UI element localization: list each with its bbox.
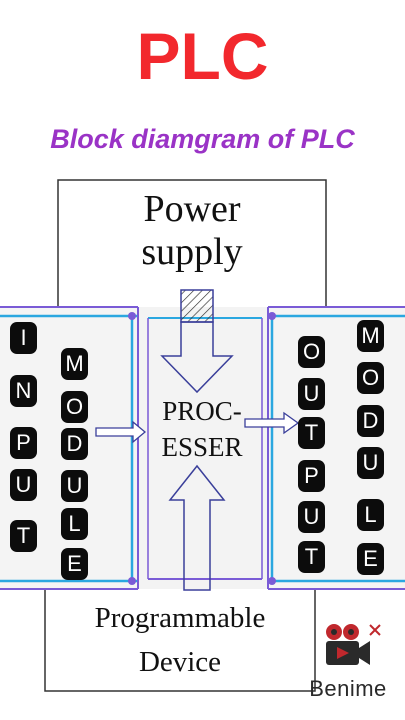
module-letter-tile: M	[61, 348, 88, 380]
brand-name: Benime	[309, 676, 387, 701]
output-letter-tile: U	[298, 501, 325, 533]
processor-to-output-arrow	[244, 411, 300, 435]
module-letter-tile: U	[357, 447, 384, 479]
diagram-subtitle: Block diamgram of PLC	[50, 124, 355, 154]
output-letter-tile: O	[298, 336, 325, 368]
programmable-device-line1: Programmable	[94, 602, 266, 634]
input-letter-tile: T	[10, 520, 37, 552]
processor-line1: PROC-	[162, 396, 242, 426]
input-letter-tile: P	[10, 427, 37, 459]
input-letter-tile: N	[10, 375, 37, 407]
power-supply-label: Power supply	[58, 188, 326, 274]
programmable-device-label: Programmable Device	[45, 596, 315, 684]
module-letter-tile: O	[357, 362, 384, 394]
programmable-device-block	[44, 587, 316, 692]
module-letter-tile: D	[61, 428, 88, 460]
processor-block	[138, 307, 268, 589]
benime-logo-icon	[326, 624, 381, 665]
module-letter-tile: L	[61, 508, 88, 540]
output-letter-tile: T	[298, 417, 325, 449]
input-letter-tile: U	[10, 469, 37, 501]
device-to-processor-arrow	[168, 464, 226, 591]
input-letter-tile: I	[10, 322, 37, 354]
input-to-processor-arrow	[95, 420, 147, 444]
module-letter-tile: M	[357, 320, 384, 352]
processor-line2: ESSER	[161, 432, 243, 462]
module-letter-tile: L	[357, 499, 384, 531]
module-letter-tile: E	[61, 548, 88, 580]
output-module-panel	[267, 306, 405, 590]
programmable-device-line2: Device	[138, 646, 222, 678]
page-title: PLC	[136, 19, 269, 93]
output-letter-tile: U	[298, 378, 325, 410]
power-supply-line1: Power	[143, 188, 241, 230]
output-letter-tile: T	[298, 541, 325, 573]
processor-label: PROC- ESSER	[138, 393, 266, 465]
module-letter-tile: U	[61, 470, 88, 502]
power-supply-line2: supply	[141, 231, 243, 273]
module-letter-tile: D	[357, 405, 384, 437]
module-letter-tile: O	[61, 391, 88, 423]
power-to-processor-arrow	[160, 289, 234, 394]
output-letter-tile: P	[298, 460, 325, 492]
module-letter-tile: E	[357, 543, 384, 575]
